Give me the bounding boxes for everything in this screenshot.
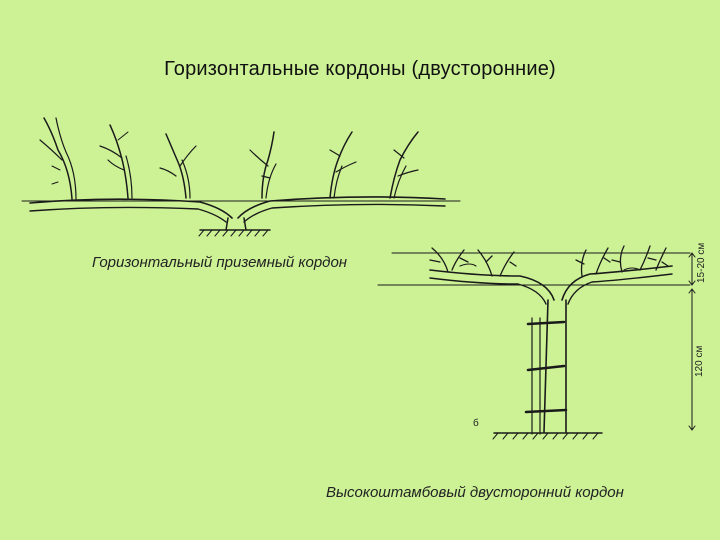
- dimension-label-top: 15-20 см: [696, 242, 707, 283]
- dimension-label-bottom: 120 см: [694, 345, 705, 377]
- figure-label-b: б: [473, 418, 479, 429]
- left-arm: [29, 198, 233, 219]
- low-cordon-drawing: [21, 117, 461, 237]
- low-trunk: [225, 217, 247, 231]
- low-cordon-caption: Горизонтальный приземный кордон: [92, 254, 348, 271]
- high-right-arm: [561, 265, 673, 301]
- high-cordon-drawing: [377, 245, 696, 440]
- page-title: Горизонтальные кордоны (двусторонние): [164, 58, 556, 80]
- ties: [524, 320, 568, 414]
- high-cordon-caption: Высокоштамбовый двусторонний кордон: [326, 484, 624, 501]
- stake: [531, 317, 541, 435]
- right-arm: [237, 196, 446, 219]
- high-left-arm: [429, 269, 555, 301]
